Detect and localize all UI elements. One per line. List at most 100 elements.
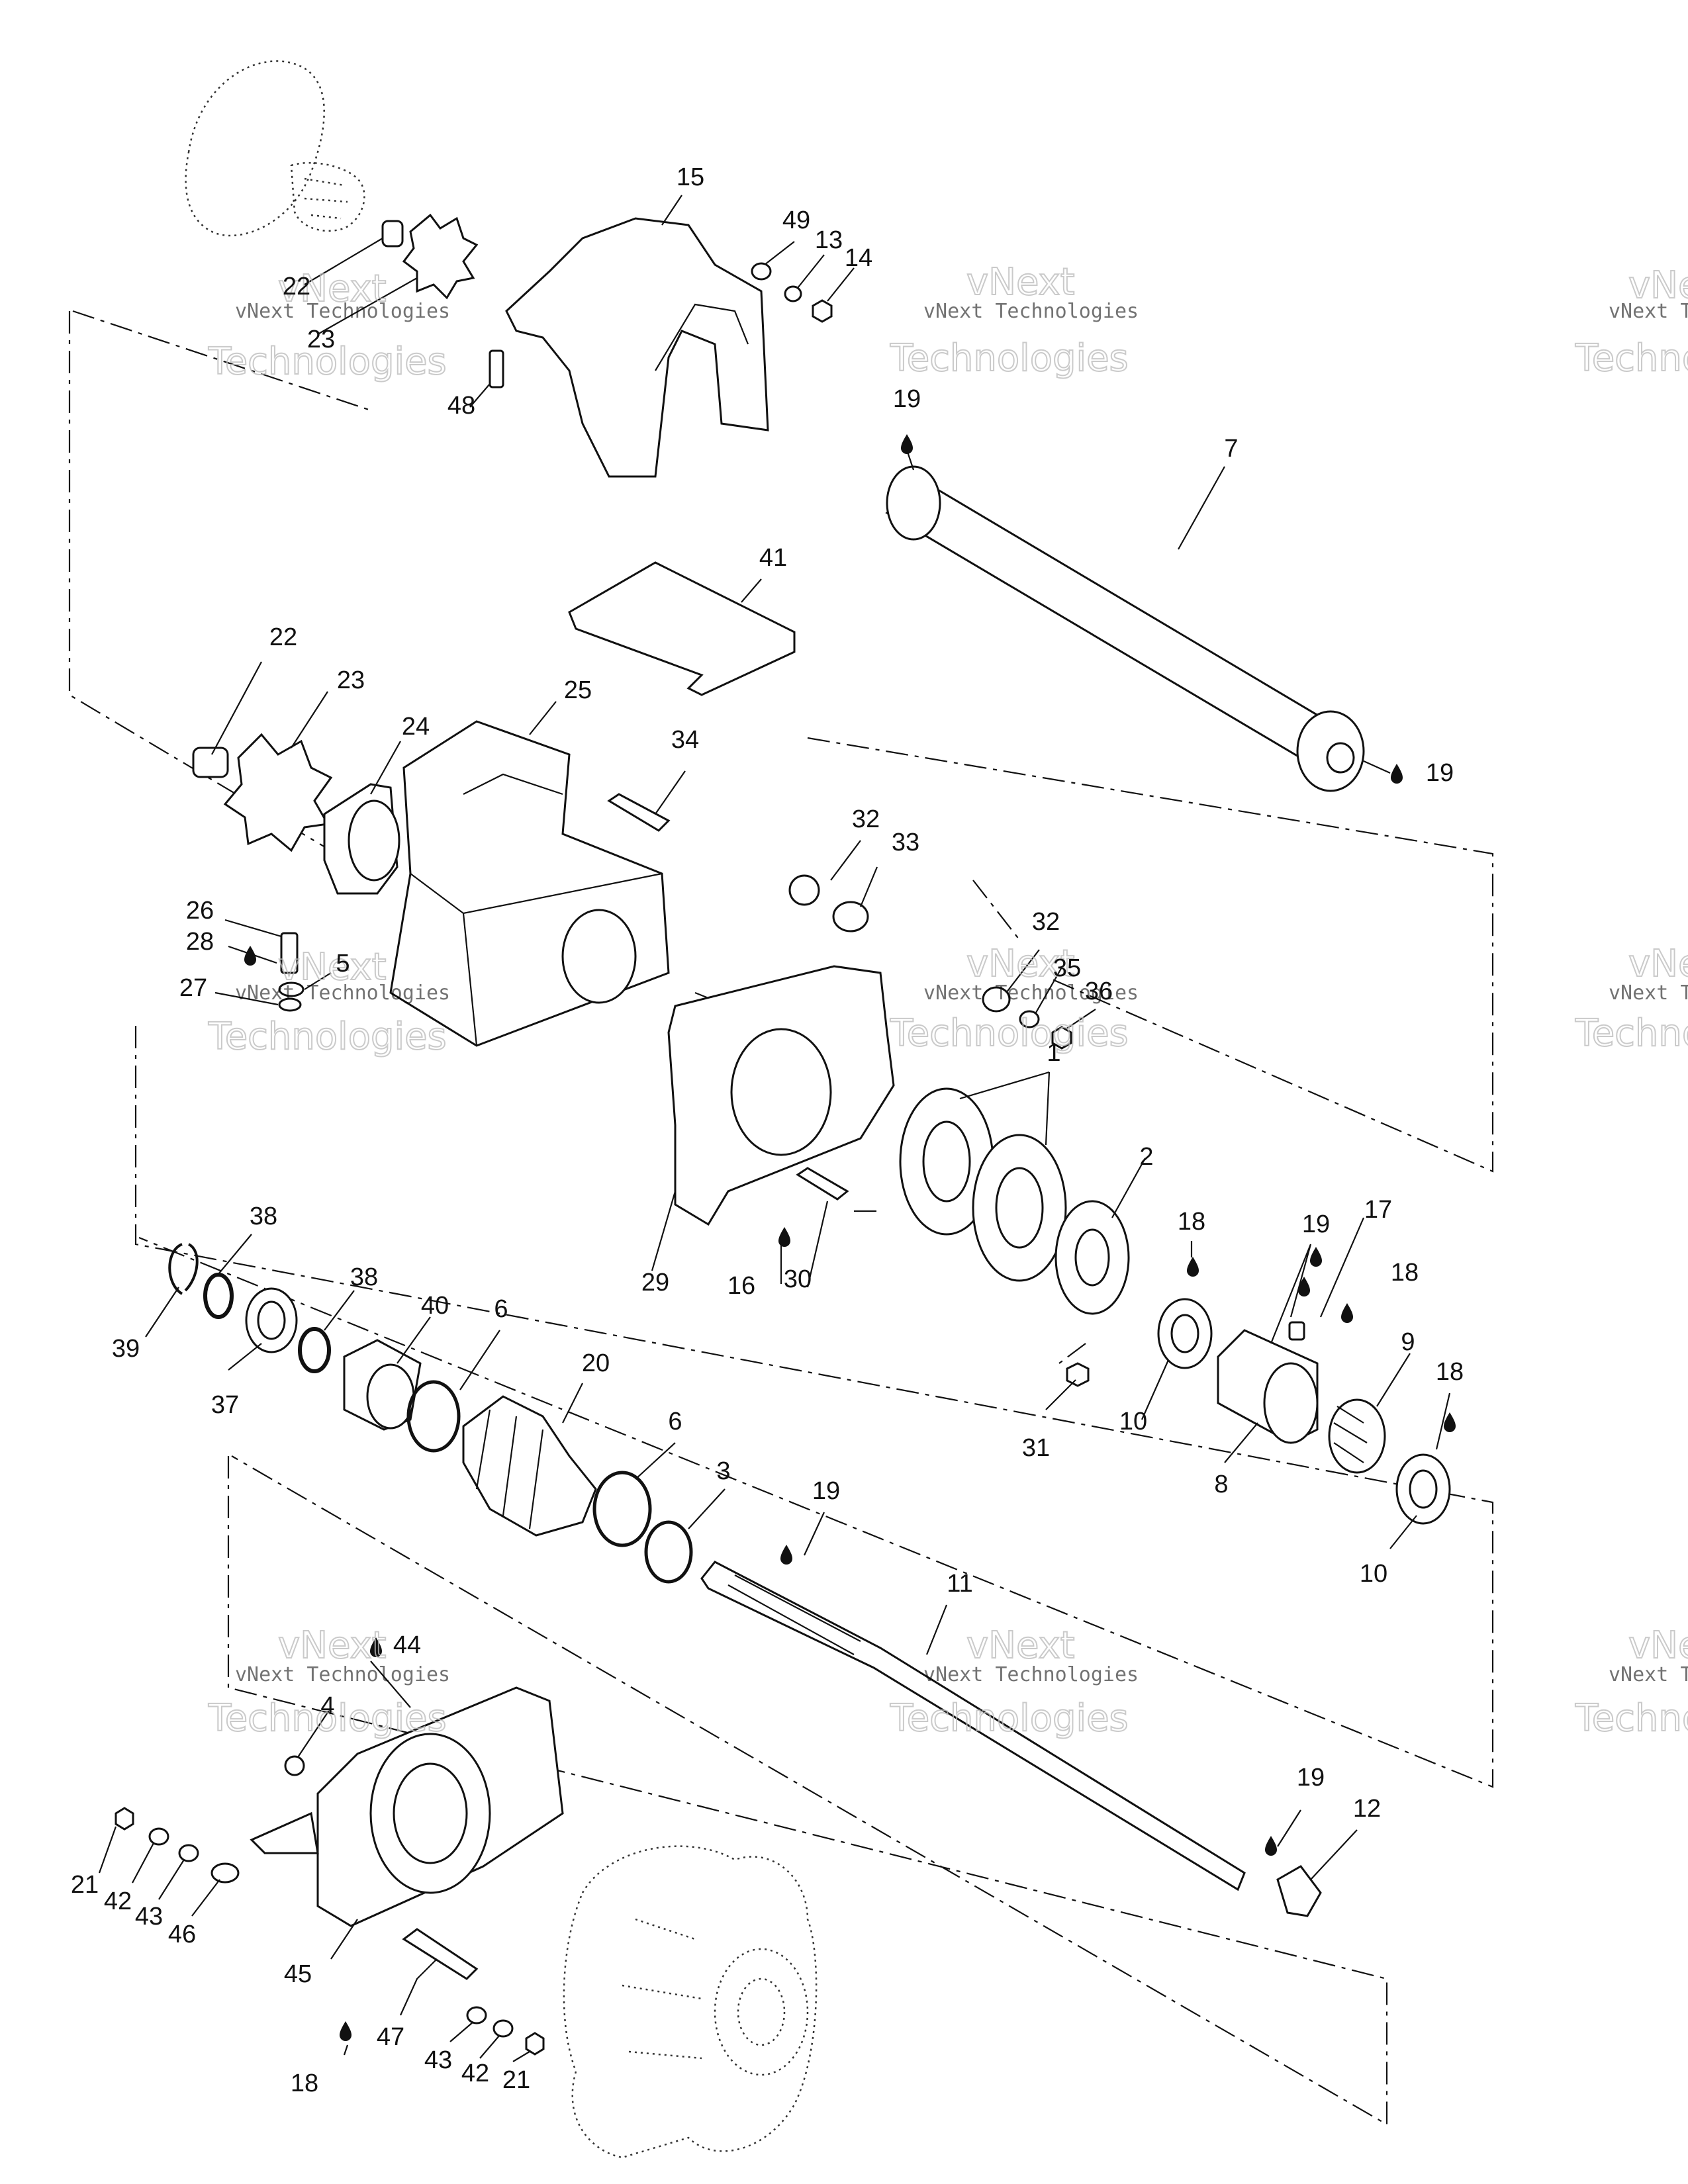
callout-19: 19 [1426,759,1454,787]
part-6-clamp [406,1380,461,1453]
parts [115,213,1451,2056]
watermark: vNext Technologies [923,1663,1139,1686]
callout-19: 19 [1297,1764,1325,1792]
callout-7: 7 [1224,435,1238,463]
grease-drop-icon [340,2021,352,2041]
callout-15: 15 [677,163,704,191]
grease-drop-icon [1391,764,1403,784]
grease-drop-icon [1187,1257,1199,1277]
part-43-washer-2 [466,2006,487,2025]
callout-5: 5 [336,950,350,978]
callout-31: 31 [1022,1434,1050,1462]
part-23-coupler-top [402,213,479,300]
part-35-washer [1019,1010,1040,1028]
callout-25: 25 [564,676,592,704]
part-21-nut [115,1807,134,1831]
part-3-oring [644,1520,693,1584]
callout-23: 23 [307,326,335,353]
callout-10: 10 [1119,1408,1147,1435]
part-27-washer [278,997,302,1012]
part-30-stud [796,1167,849,1201]
callout-18: 18 [1178,1208,1205,1236]
part-22-bushing [192,747,229,778]
watermark: Technologies [1575,337,1688,380]
callout-23: 23 [337,666,365,694]
callout-11: 11 [947,1570,972,1598]
grease-drop-icon [1310,1247,1322,1267]
callout-28: 28 [186,928,214,956]
watermark: vNext [278,267,387,310]
watermark: vNext Technologies [1609,981,1688,1005]
part-39-circlip [168,1243,199,1295]
watermark: vNext [966,942,1075,985]
grease-drop-icon [780,1545,792,1565]
callout-39: 39 [112,1335,140,1363]
watermark: vNext [1628,942,1688,985]
callout-38: 38 [350,1263,378,1291]
callout-22: 22 [269,623,297,651]
reference-jet-pump [563,1845,818,2159]
callout-16: 16 [727,1272,755,1300]
part-49-washer [751,262,772,281]
callout-33: 33 [892,829,919,856]
part-33-spacer [832,901,869,933]
reference-engine-pulley [185,60,365,237]
callout-24: 24 [402,713,430,741]
part-13-washer [784,285,802,302]
callout-35: 35 [1053,954,1081,982]
part-20-boot [462,1395,597,1537]
callout-36: 36 [1085,978,1113,1005]
callout-21: 21 [502,2066,530,2094]
watermark: vNext [966,1624,1075,1667]
callout-27: 27 [179,974,207,1002]
callout-17: 17 [1364,1196,1392,1224]
callout-20: 20 [582,1349,610,1377]
part-38-oring [203,1273,234,1319]
callout-8: 8 [1214,1471,1228,1498]
part-47-screw [402,1928,479,1980]
callout-30: 30 [784,1265,812,1293]
callout-4: 4 [320,1692,334,1720]
grease-drop-icon [1444,1412,1456,1432]
grease-drop-icon [1341,1303,1353,1323]
callout-41: 41 [759,544,787,572]
part-26-bolt [280,932,299,974]
part-15-guard [505,217,769,478]
watermark: Technologies [1575,1012,1688,1055]
callout-48: 48 [447,392,475,420]
callout-38: 38 [250,1203,277,1230]
part-31-nut [1066,1362,1090,1387]
watermark: vNext [278,1624,387,1667]
callout-19: 19 [812,1477,840,1505]
callout-40: 40 [421,1292,449,1320]
part-32-bushing [788,874,820,906]
callout-18: 18 [1436,1358,1464,1386]
part-32-bushing-2 [982,986,1011,1013]
part-46-washer [211,1862,240,1884]
watermark: Technologies [890,337,1129,380]
part-48-pin [489,349,504,388]
callout-43: 43 [424,2046,452,2074]
callout-9: 9 [1401,1328,1415,1356]
leader-lines [98,195,1451,2062]
part-34-bolt [607,793,671,832]
part-22-bushing-top [381,220,404,248]
watermark: Technologies [890,1012,1129,1055]
watermark: Technologies [890,1697,1129,1740]
watermark: vNext Technologies [1609,1663,1688,1686]
watermark: vNext Technologies [235,1663,450,1686]
callout-49: 49 [782,206,810,234]
callout-labels: 15 49 13 14 22 23 48 19 7 41 22 23 25 24… [71,163,1464,2097]
part-4-washer [284,1755,305,1776]
callout-42: 42 [104,1888,132,1915]
part-6-clamp-2 [592,1471,652,1547]
callout-34: 34 [671,726,699,754]
callout-32: 32 [852,805,880,833]
part-42-washer-2 [492,2019,514,2038]
part-38-oring-2 [298,1327,331,1373]
watermark: vNext Technologies [235,300,450,323]
part-11-shaft [700,1561,1246,1891]
callout-14: 14 [845,244,872,272]
watermark: vNext Technologies [235,981,450,1005]
